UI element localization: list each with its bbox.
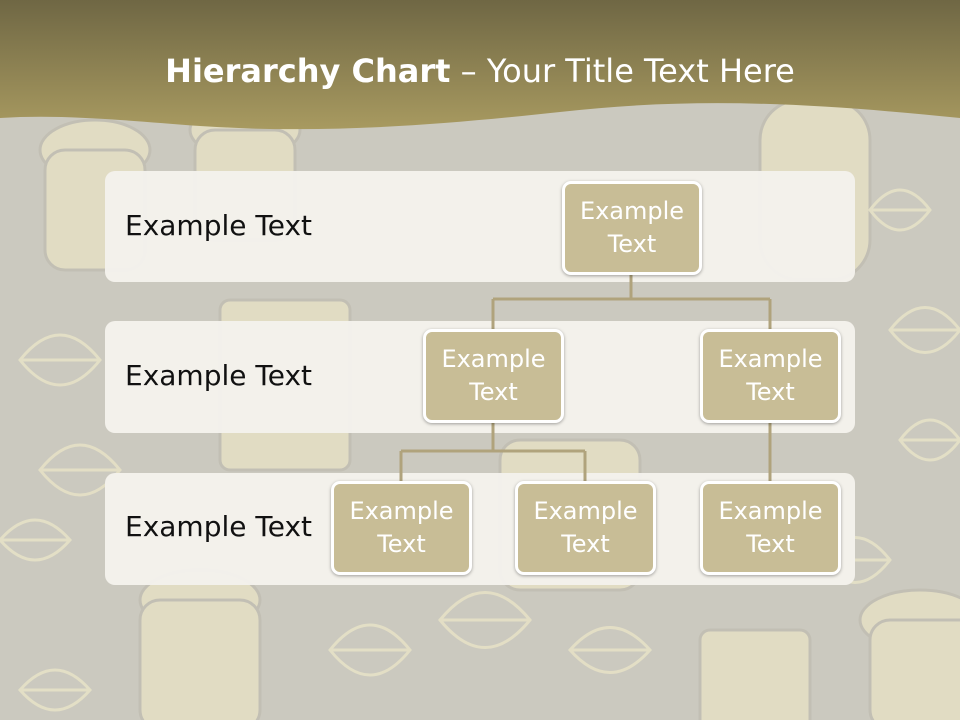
title-dash: – xyxy=(450,52,487,90)
header-banner xyxy=(0,0,960,130)
node-root[interactable]: Example Text xyxy=(562,181,702,275)
node-level3-a[interactable]: Example Text xyxy=(331,481,472,575)
page-title: Hierarchy Chart – Your Title Text Here xyxy=(0,52,960,90)
node-level2-left[interactable]: Example Text xyxy=(423,329,564,423)
node-level3-b[interactable]: Example Text xyxy=(515,481,656,575)
level-band-1 xyxy=(105,171,855,282)
node-level3-c[interactable]: Example Text xyxy=(700,481,841,575)
level-label-1: Example Text xyxy=(125,209,313,242)
level-label-3: Example Text xyxy=(125,510,313,543)
node-level2-right[interactable]: Example Text xyxy=(700,329,841,423)
level-label-2: Example Text xyxy=(125,359,313,392)
title-bold: Hierarchy Chart xyxy=(165,52,451,90)
title-rest: Your Title Text Here xyxy=(486,52,795,90)
